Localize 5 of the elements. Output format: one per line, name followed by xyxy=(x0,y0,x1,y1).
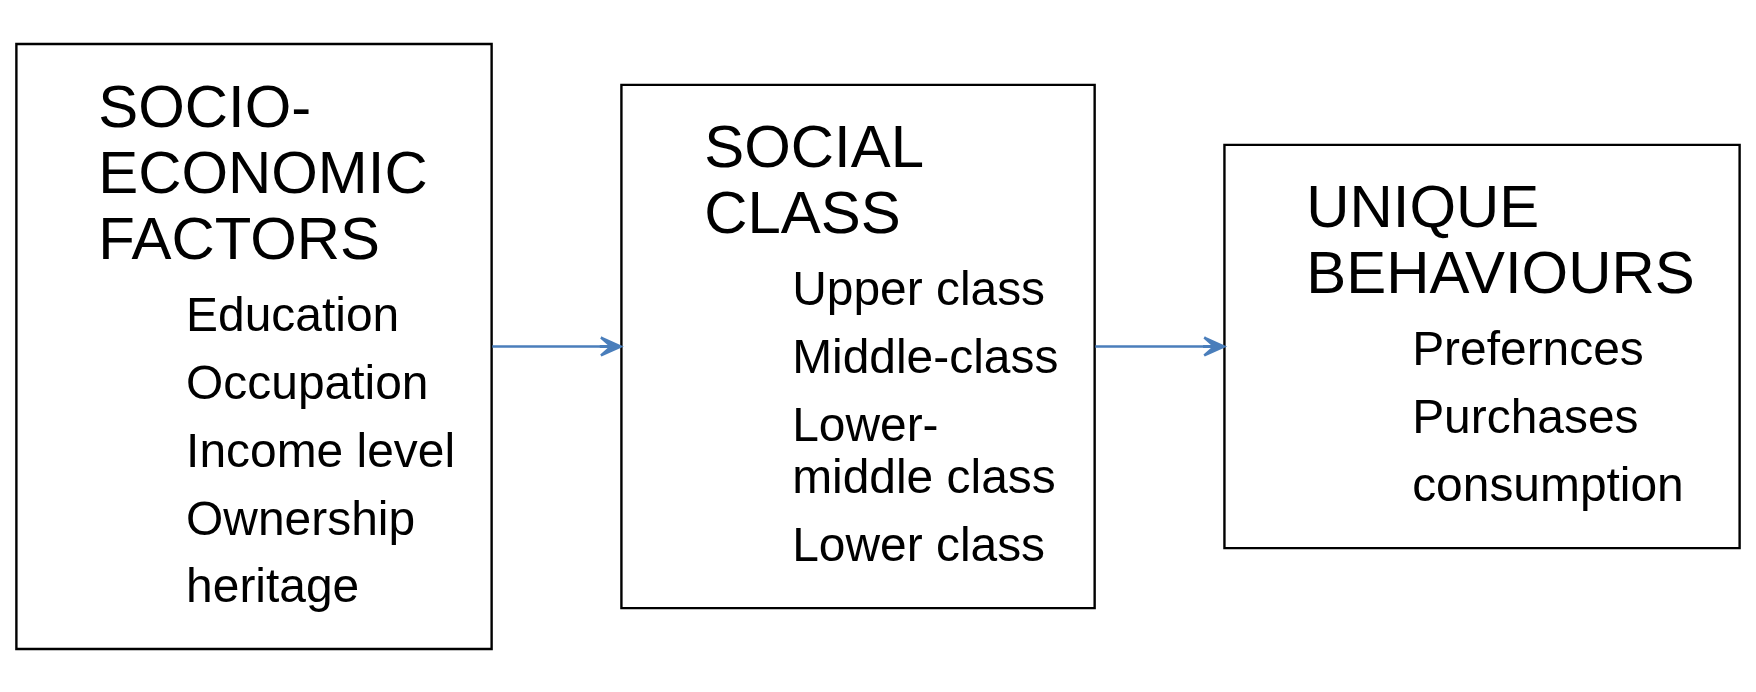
node-box: SOCIAL CLASS Upper class Middle-class Lower- middle class Lower class xyxy=(620,83,1096,609)
node-box: SOCIO- ECONOMIC FACTORS Education Occupation Income level Ownership heritage xyxy=(15,42,493,650)
arrow xyxy=(492,335,623,357)
arrow xyxy=(1095,335,1226,357)
node-box: UNIQUE BEHAVIOURS Prefernces Purchases consumption xyxy=(1223,143,1741,549)
